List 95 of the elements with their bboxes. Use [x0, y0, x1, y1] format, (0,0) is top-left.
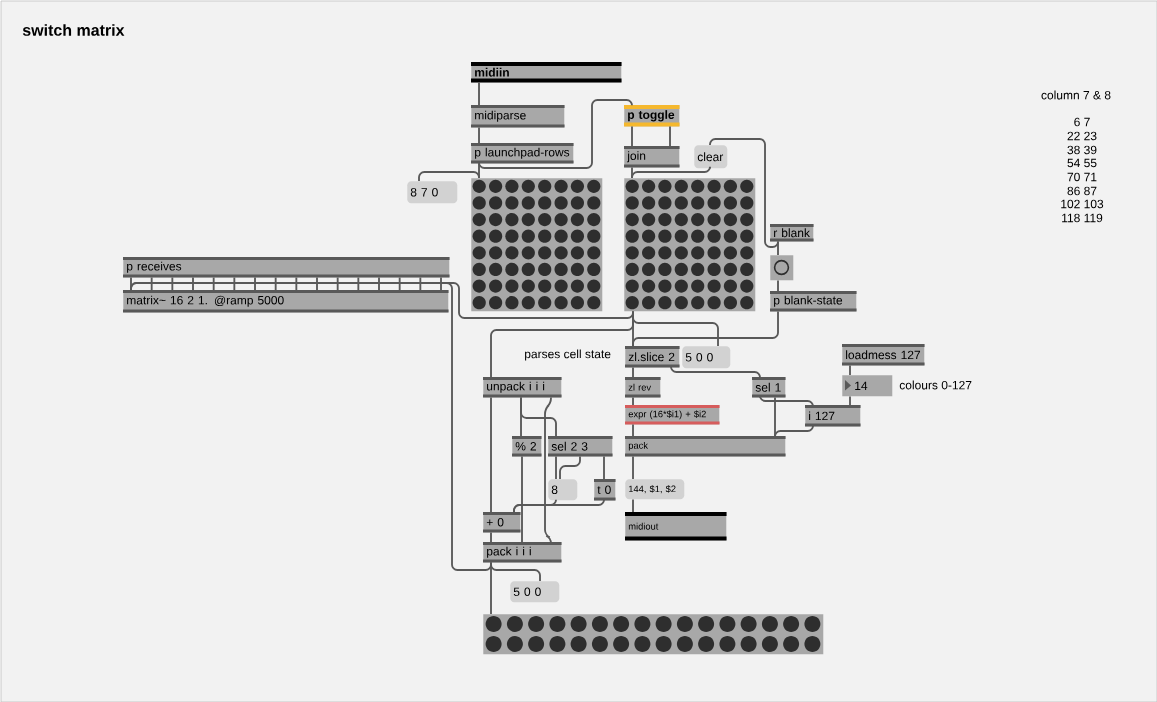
patch-cord: [670, 365, 761, 379]
object-box: zl.slice 2: [625, 346, 680, 368]
comment-text: 22 23: [1067, 131, 1097, 141]
patch-cord: [849, 364, 851, 376]
object-box: i 127: [805, 405, 861, 427]
comment-text: 54 55: [1067, 158, 1097, 168]
comment-text: 70 71: [1067, 172, 1097, 182]
message-box: clear: [694, 145, 728, 169]
patch-cord: [130, 282, 492, 571]
object-box: t 0: [594, 479, 616, 501]
object-box: sel 2 3: [548, 436, 613, 457]
patch-cord: [559, 455, 581, 480]
patch-cord: [295, 276, 298, 291]
patch-cord: [632, 423, 634, 437]
button-grid: [483, 614, 824, 655]
object-box: p toggle: [624, 105, 680, 127]
number-box: 14: [842, 375, 893, 397]
patch-cord: [555, 455, 557, 480]
object-box: midiout: [625, 512, 727, 541]
message-box: 144, $1, $2: [625, 479, 685, 500]
object-box: join: [624, 146, 680, 168]
patch-cord: [478, 126, 480, 144]
comment-text: 102 103: [1061, 199, 1104, 209]
comment-text: column 7 & 8: [1041, 90, 1111, 100]
object-box: p blank-state: [770, 291, 857, 312]
patch-cord: [777, 279, 779, 292]
title: switch matrix: [22, 24, 125, 36]
patch-cord: [490, 396, 492, 513]
object-box: zl rev: [625, 377, 661, 398]
object-box: sel 1: [752, 377, 786, 398]
patch-cord: [631, 165, 711, 179]
message-box: 5 0 0: [510, 581, 560, 603]
object-box: % 2: [512, 436, 542, 457]
comment-text: colours 0-127: [899, 380, 972, 390]
object-box: midiparse: [471, 105, 565, 128]
patch-cord: [632, 498, 634, 513]
patch-cord: [490, 310, 634, 378]
patch-cord: [632, 396, 634, 406]
object-box: expr (16*$i1) + $i2: [625, 405, 720, 425]
patch-cord: [490, 561, 492, 615]
patch-cord: [544, 396, 552, 545]
comment-text: 86 87: [1067, 186, 1097, 196]
patch-cord: [669, 125, 671, 147]
patch-cord: [774, 424, 814, 438]
object-box: + 0: [483, 512, 521, 533]
object-box: unpack i i i: [483, 377, 562, 398]
patch-cord: [631, 125, 633, 147]
comment-text: 6 7: [1074, 117, 1090, 127]
patch-cord: [520, 396, 557, 437]
patch-cord: [759, 394, 814, 408]
object-box: pack i i i: [483, 542, 562, 563]
patch-cord: [632, 366, 634, 378]
object-box: loadmess 127: [842, 344, 925, 366]
message-box: 5 0 0: [682, 346, 731, 369]
patch-cord: [440, 276, 442, 291]
message-box: 8: [548, 479, 578, 501]
patch-cord: [316, 276, 318, 291]
patch-cord: [603, 455, 605, 480]
comment-text: parses cell state: [525, 349, 611, 361]
comment-text: 118 119: [1062, 213, 1103, 223]
patch-cord: [513, 498, 605, 513]
patch-cord: [774, 396, 776, 437]
patch-cord: [378, 276, 380, 291]
object-box: midiin: [471, 62, 622, 83]
bang-button: [770, 255, 794, 281]
object-box: p launchpad-rows: [471, 143, 574, 164]
patch-cord: [150, 276, 153, 291]
patch-cord: [254, 276, 256, 291]
object-box: pack: [625, 436, 786, 457]
patch-cord: [212, 276, 215, 291]
patch-cord: [171, 276, 174, 291]
button-grid: [471, 178, 603, 312]
patch-cord: [192, 276, 194, 291]
patch-cord: [357, 276, 360, 291]
patch-cord: [478, 99, 633, 169]
patch-cord: [336, 276, 339, 291]
patch-cord: [521, 455, 523, 543]
comment-text: 38 39: [1067, 145, 1097, 155]
patch-cord: [274, 276, 277, 291]
patch-cord: [233, 276, 236, 291]
patch-cord: [709, 138, 779, 248]
patch-cord: [632, 310, 779, 347]
object-box: r blank: [770, 224, 814, 242]
patch-cord: [490, 531, 492, 543]
object-box: p receives: [123, 257, 450, 278]
patch-cord: [849, 395, 851, 406]
button-grid: [624, 178, 756, 312]
patch-cord: [398, 276, 401, 291]
patch-cord: [419, 276, 422, 291]
patch-cord: [478, 81, 480, 106]
patch-cord: [418, 171, 480, 182]
patch-cord: [777, 240, 779, 256]
patch-cord: [632, 455, 634, 480]
message-box: 8 7 0: [407, 181, 458, 204]
object-box: matrix~ 16 2 1. @ramp 5000: [123, 290, 449, 313]
